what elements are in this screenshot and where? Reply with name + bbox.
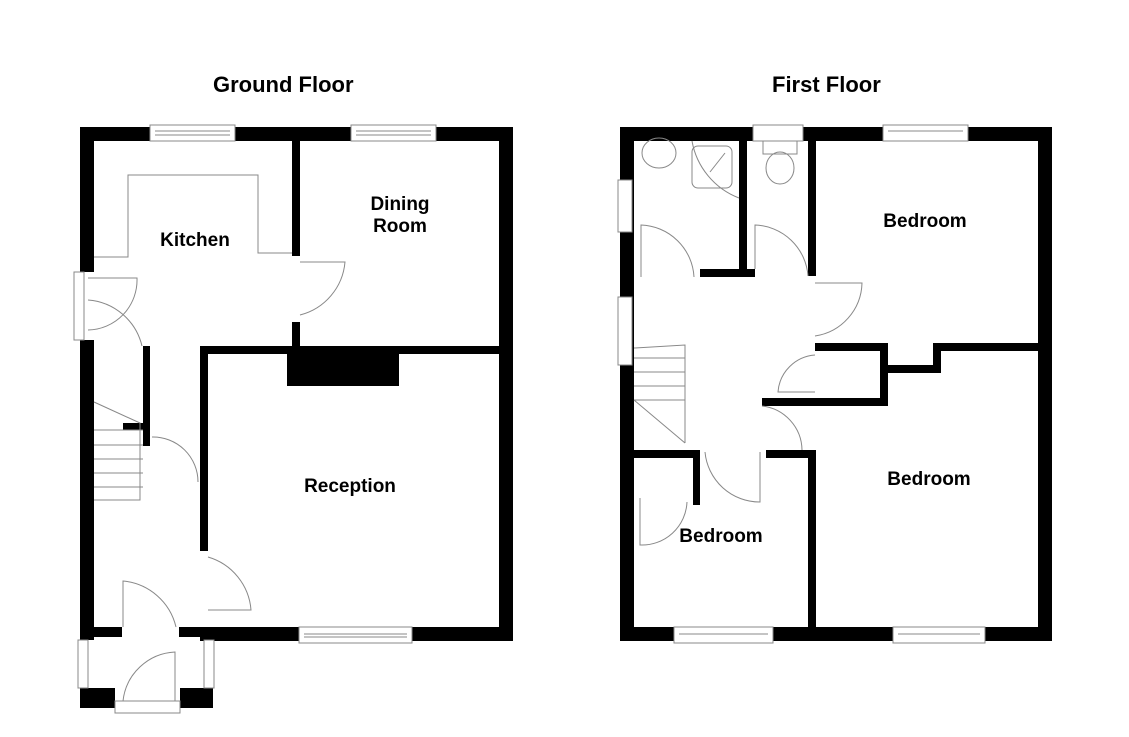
- first-floor-title: First Floor: [772, 72, 881, 97]
- first-floor-plan: [620, 127, 1052, 641]
- dining-line2: Room: [373, 216, 427, 237]
- room-label-reception: Reception: [304, 476, 396, 497]
- room-label-dining-room: Dining Room: [350, 194, 450, 238]
- room-label-kitchen: Kitchen: [160, 230, 230, 251]
- room-label-bedroom-1: Bedroom: [883, 211, 967, 232]
- ground-floor-title: Ground Floor: [213, 72, 354, 97]
- dining-line1: Dining: [370, 194, 430, 215]
- room-label-bedroom-3: Bedroom: [679, 526, 763, 547]
- room-label-bedroom-2: Bedroom: [887, 469, 971, 490]
